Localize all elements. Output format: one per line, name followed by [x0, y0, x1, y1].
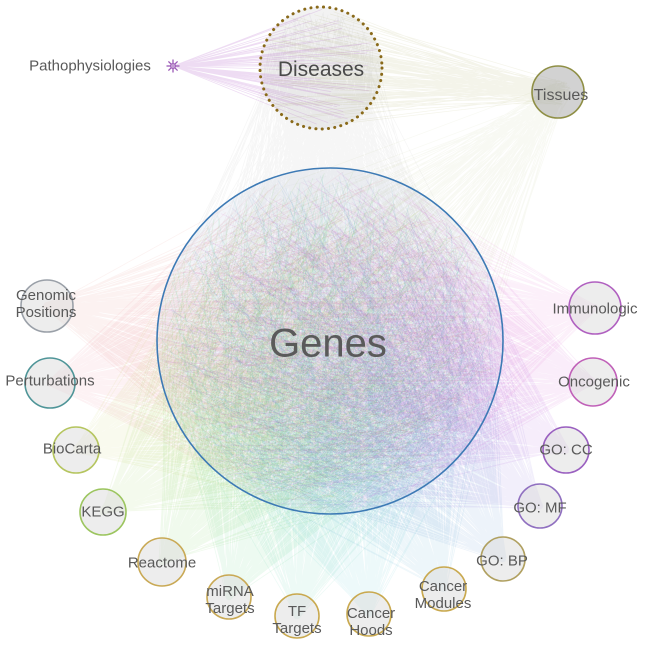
fan-tissues-to-genes: [168, 79, 571, 506]
diseases-circle-fill: [260, 7, 382, 129]
node-oncogenic[interactable]: [568, 357, 618, 407]
fan-diseases-to-genes: [165, 12, 494, 511]
fan-pathophysiologies-to-diseases: [172, 8, 378, 125]
node-mirna-targets[interactable]: [206, 574, 252, 620]
fan-reactome-to-genes: [158, 172, 492, 566]
node-tf-targets[interactable]: [274, 593, 320, 639]
fan-biocarta-to-genes: [72, 175, 495, 501]
node-biocarta[interactable]: [52, 426, 100, 474]
fan-kegg-to-genes: [99, 178, 492, 516]
fan-tissues-to-diseases: [265, 11, 571, 124]
fan-go-cc-to-genes: [160, 178, 570, 510]
fan-perturbations-to-genes: [46, 171, 492, 506]
node-go-cc[interactable]: [542, 426, 590, 474]
node-genomic-positions[interactable]: [20, 279, 74, 333]
diseases-circle[interactable]: [258, 5, 384, 131]
node-cancer-modules[interactable]: [421, 566, 467, 612]
fan-genomic-positions-to-genes: [43, 180, 495, 513]
pathophysiologies-burst-core: [169, 63, 176, 70]
node-pathophysiologies[interactable]: [166, 59, 180, 73]
node-tissues[interactable]: [531, 65, 585, 119]
node-go-mf[interactable]: [517, 483, 563, 529]
fan-mirna-targets-to-genes: [164, 179, 498, 601]
node-kegg[interactable]: [79, 488, 127, 536]
node-immunologic[interactable]: [568, 281, 622, 335]
fan-tf-targets-to-genes: [168, 175, 500, 620]
fan-oncogenic-to-genes: [160, 170, 597, 508]
fan-go-bp-to-genes: [165, 172, 507, 563]
genes-internal-links: [159, 175, 495, 510]
node-perturbations[interactable]: [24, 357, 76, 409]
node-cancer-hoods[interactable]: [346, 591, 392, 637]
fan-cancer-hoods-to-genes: [159, 182, 496, 618]
genes-circle-fill: [157, 168, 503, 514]
node-reactome[interactable]: [137, 537, 187, 587]
node-go-bp[interactable]: [480, 536, 526, 582]
fan-immunologic-to-genes: [162, 182, 599, 508]
fan-cancer-modules-to-genes: [173, 175, 492, 593]
genes-circle[interactable]: [156, 167, 504, 515]
